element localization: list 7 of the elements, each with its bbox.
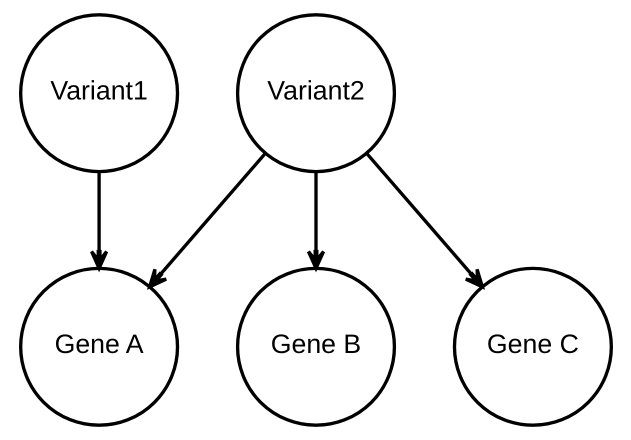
node-circle: Variant1	[18, 13, 179, 174]
node-circle: Gene B	[235, 266, 396, 427]
arrow	[147, 152, 266, 288]
node-circle: Variant2	[235, 13, 396, 174]
arrow	[89, 172, 108, 270]
arrow	[365, 152, 484, 288]
arrow	[306, 172, 325, 270]
